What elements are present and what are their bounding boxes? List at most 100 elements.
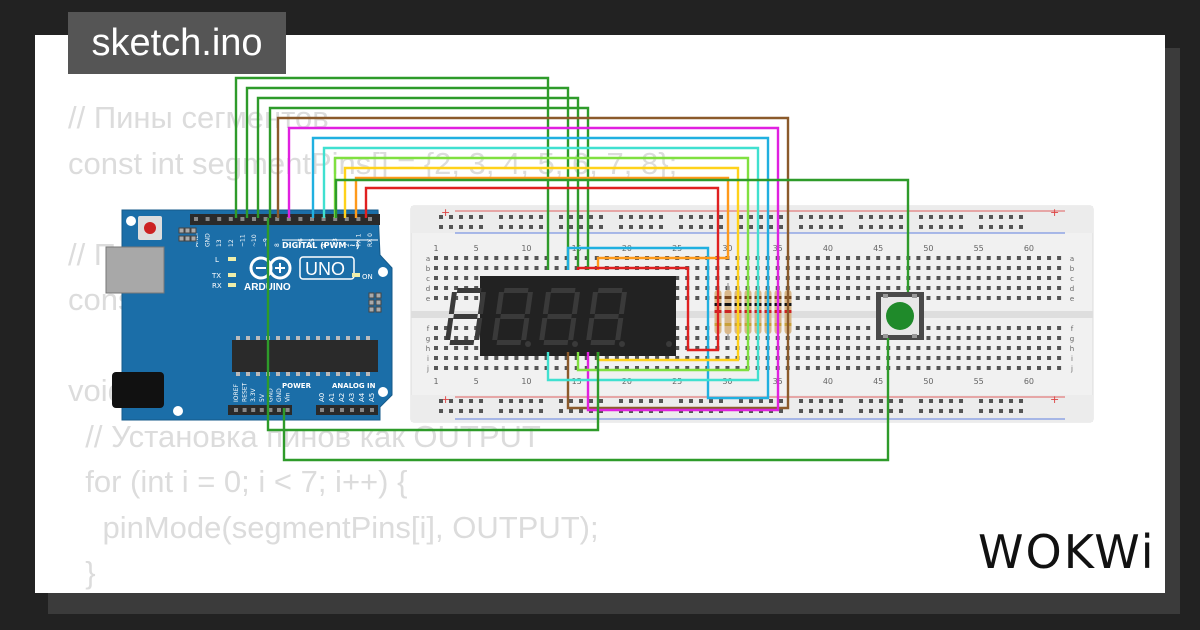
wire (364, 186, 720, 352)
analog-header[interactable] (316, 405, 378, 415)
seven-segment-display[interactable] (445, 276, 676, 356)
tx-led (228, 273, 236, 277)
column-number: 55 (974, 244, 984, 253)
row-letter: b (1070, 265, 1075, 273)
row-letter: d (426, 285, 430, 293)
power-pin-label: RESET (242, 382, 249, 402)
digital-pin-label: GND (205, 233, 212, 247)
digital-header[interactable] (190, 214, 380, 225)
analog-pin-label: A4 (358, 392, 366, 402)
column-number: 15 (572, 377, 582, 386)
wires (234, 76, 910, 462)
wire (266, 218, 600, 432)
pushbutton[interactable] (876, 292, 924, 340)
button-cap[interactable] (886, 302, 914, 330)
on-led-label: ON (362, 273, 373, 281)
wire (234, 76, 550, 270)
column-number: 5 (474, 244, 479, 253)
arduino-logo-icon (249, 256, 292, 280)
row-letter: f (427, 325, 430, 333)
digital-pin-label: 13 (216, 239, 223, 247)
row-letter: j (1070, 365, 1073, 373)
row-letter: j (426, 365, 429, 373)
rail-plus-bottom-right: + (1050, 393, 1059, 406)
column-number: 60 (1024, 377, 1034, 386)
power-pin-label: GND (276, 388, 283, 402)
wokwi-logo: WOKWi (978, 525, 1156, 579)
rail-plus-left: + (441, 206, 450, 219)
rx-led (228, 283, 236, 287)
board-model: UNO (305, 259, 345, 279)
digital-header-label: DIGITAL (PWM ~) (282, 241, 360, 250)
wire (287, 126, 780, 412)
microcontroller-chip (232, 340, 378, 372)
column-number: 40 (823, 244, 833, 253)
power-header-label: POWER (282, 382, 312, 390)
wire (322, 146, 760, 382)
wire (334, 178, 910, 292)
l-led-label: L (215, 256, 219, 264)
l-led (228, 257, 236, 261)
file-title: sketch.ino (68, 12, 286, 74)
display-digit (586, 288, 672, 347)
tx-led-label: TX (211, 272, 221, 280)
digital-pin-label: 7 (286, 243, 293, 247)
digital-pin-label: TX 1 (355, 233, 362, 248)
rail-plus-right: + (1050, 206, 1059, 219)
column-number: 10 (521, 244, 531, 253)
analog-pin-label: A3 (348, 393, 356, 402)
column-number: 45 (873, 377, 883, 386)
wire (282, 338, 890, 462)
power-jack (112, 372, 164, 408)
resistor[interactable] (724, 283, 732, 340)
column-number: 55 (974, 377, 984, 386)
digital-pin-label: ~10 (251, 234, 258, 247)
analog-pin-label: A0 (318, 393, 326, 402)
column-number: 1 (433, 377, 438, 386)
digital-pin-label: ~11 (239, 234, 246, 247)
digital-pin-label: ~3 (332, 238, 339, 247)
digital-pin-label: ~5 (309, 238, 316, 247)
row-letter: c (1070, 275, 1074, 283)
icsp-header-right (368, 292, 382, 313)
digital-pin-label: 8 (274, 243, 281, 247)
rx-led-label: RX (212, 282, 222, 290)
column-number: 25 (672, 377, 682, 386)
row-letter: c (426, 275, 430, 283)
power-pin-label: GND (267, 388, 274, 402)
analog-header-label: ANALOG IN (332, 382, 376, 390)
digital-pin-label: 2 (344, 243, 351, 247)
column-number: 1 (433, 244, 438, 253)
row-letter: f (1071, 325, 1074, 333)
row-letter: i (1071, 355, 1073, 363)
column-number: 60 (1024, 244, 1034, 253)
power-pin-label: 3.3V (250, 387, 257, 402)
analog-pin-label: A2 (338, 393, 346, 402)
icsp-header-top (178, 227, 197, 242)
row-letter: b (426, 265, 431, 273)
power-pin-label: Vin (285, 392, 292, 402)
display-digit (492, 288, 578, 347)
digital-pin-label: ~9 (263, 238, 270, 247)
row-letter: h (426, 345, 430, 353)
row-letter: h (1070, 345, 1074, 353)
row-letter: g (426, 335, 430, 343)
column-number: 30 (722, 377, 732, 386)
display-digit (539, 288, 625, 347)
analog-pin-label: A5 (368, 393, 376, 402)
row-letter: a (426, 255, 430, 263)
display-digit (445, 288, 531, 347)
rail-plus-bottom: + (441, 393, 450, 406)
column-number: 5 (474, 377, 479, 386)
column-number: 20 (622, 377, 632, 386)
power-pin-label: 5V (259, 393, 266, 402)
reset-button-cap[interactable] (144, 222, 156, 234)
usb-connector (105, 246, 165, 294)
row-letter: e (1070, 295, 1074, 303)
